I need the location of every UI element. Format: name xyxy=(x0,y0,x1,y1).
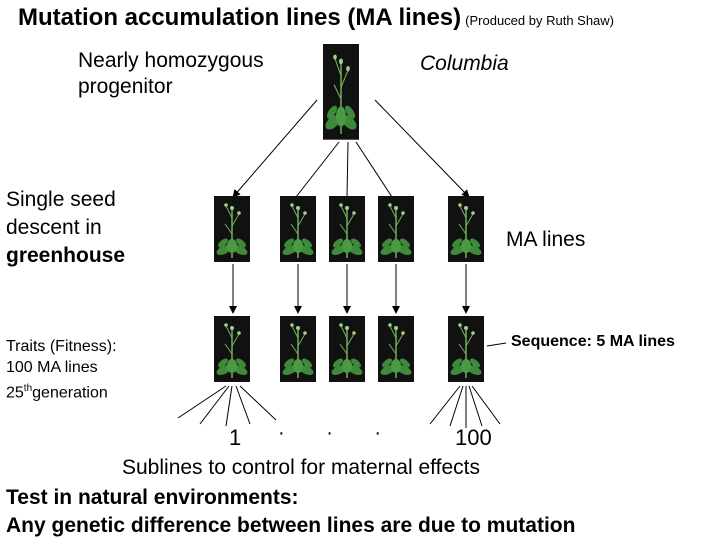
arrow-progenitor-to-line1 xyxy=(232,99,318,198)
gen25-plant-1 xyxy=(213,315,251,383)
subline-last-label: 100 xyxy=(455,425,492,450)
ma-line-plant-5 xyxy=(447,195,485,263)
arrow-progenitor-to-line2 xyxy=(295,141,340,198)
single-seed-descent-label: Single seed descent in greenhouse xyxy=(6,186,166,270)
traits-line-3: 25thgeneration xyxy=(6,378,176,403)
sequence-pointer-line xyxy=(486,342,507,347)
page-title: Mutation accumulation lines (MA lines)(P… xyxy=(18,4,614,32)
arrow-progenitor-to-line5 xyxy=(374,99,470,198)
sublines-caption: Sublines to control for maternal effects xyxy=(122,456,480,479)
traits-label: Traits (Fitness): 100 MA lines 25thgener… xyxy=(6,336,176,403)
genetic-difference-text: Any genetic difference between lines are… xyxy=(6,514,576,537)
ssd-line-1: Single seed xyxy=(6,188,116,211)
subline-fan-left xyxy=(177,385,277,427)
gen25-plant-2 xyxy=(279,315,317,383)
ma-lines-label: MA lines xyxy=(506,228,586,251)
arrow-progenitor-to-line3 xyxy=(346,141,349,198)
traits-line-1: Traits (Fitness): xyxy=(6,338,117,355)
ma-line-plant-2 xyxy=(279,195,317,263)
ssd-line-3: greenhouse xyxy=(6,244,126,267)
progenitor-plant-image xyxy=(321,42,361,141)
sequence-label: Sequence: 5 MA lines xyxy=(511,333,675,350)
subline-fan-right xyxy=(429,385,501,428)
progenitor-label: Nearly homozygous progenitor xyxy=(78,49,264,98)
gen25-plant-3 xyxy=(328,315,366,383)
ma-line-plant-3 xyxy=(328,195,366,263)
ssd-line-2: descent in xyxy=(6,216,102,239)
subline-first-label: 1 xyxy=(229,425,242,450)
title-main: Mutation accumulation lines (MA lines) xyxy=(18,4,462,31)
ma-line-plant-1 xyxy=(213,195,251,263)
gen25-plant-5 xyxy=(447,315,485,383)
traits-gen-suffix: th xyxy=(23,383,33,394)
title-credit: (Produced by Ruth Shaw) xyxy=(465,13,615,28)
traits-gen-number: 25 xyxy=(6,384,24,402)
traits-line-2: 100 MA lines xyxy=(6,359,98,376)
subline-ellipsis: · · · xyxy=(278,422,400,444)
test-environments-text: Test in natural environments: xyxy=(6,486,299,509)
ma-line-plant-4 xyxy=(377,195,415,263)
traits-gen-word: generation xyxy=(32,384,108,402)
arrow-progenitor-to-line4 xyxy=(355,141,393,198)
columbia-label: Columbia xyxy=(420,52,509,75)
gen25-plant-4 xyxy=(377,315,415,383)
